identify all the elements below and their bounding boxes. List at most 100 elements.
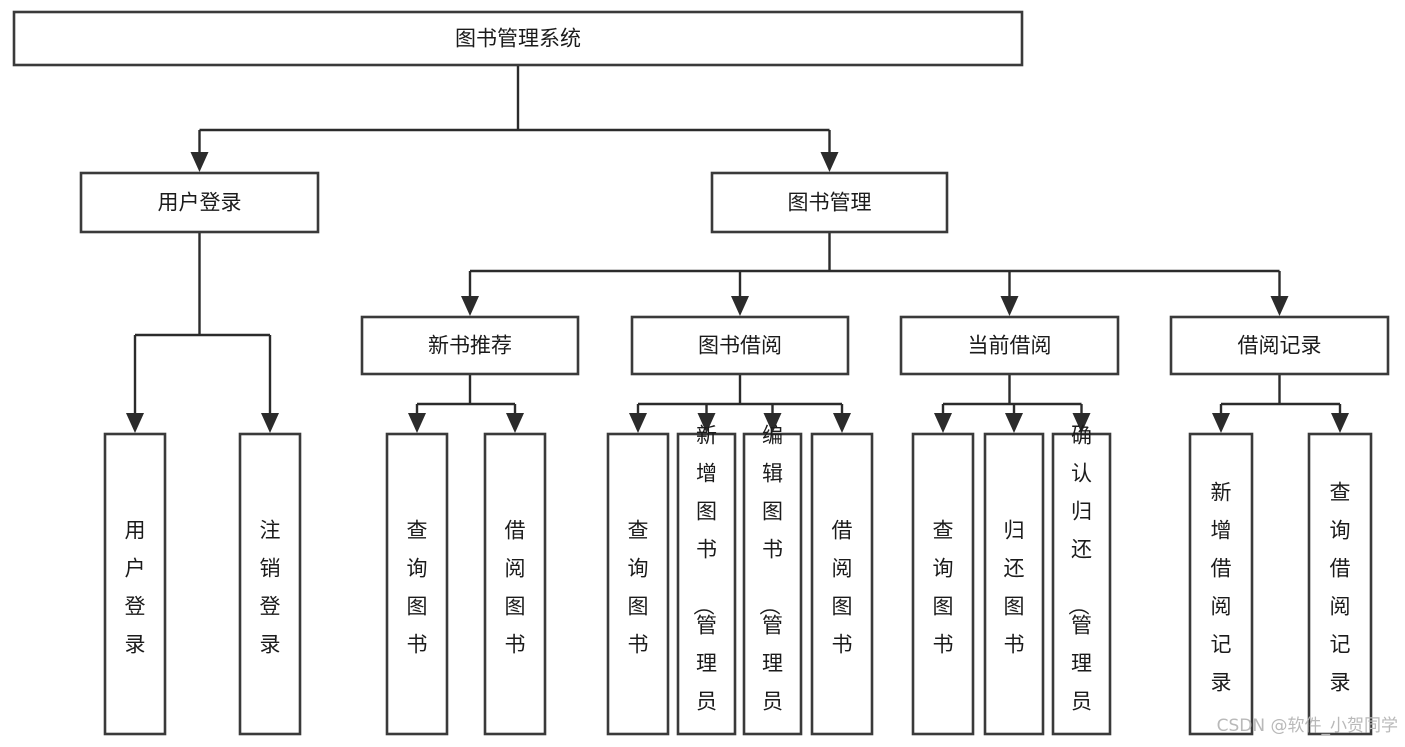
node-leaf-new-2[interactable]: 借阅图书 [483,432,547,736]
node-box[interactable] [385,432,449,736]
node-box[interactable] [983,432,1045,736]
node-current[interactable]: 当前借阅 [899,315,1120,376]
node-leaf-bor-1[interactable]: 查询图书 [606,432,670,736]
node-label-char: 登 [260,595,281,619]
node-leaf-bor-2[interactable]: 新增图书（管理员） [676,424,737,747]
connector-layer [126,65,1349,433]
node-label-char: 录 [260,633,281,657]
node-label: 借阅图书 [832,519,853,657]
node-leaf-rec-1[interactable]: 新增借阅记录 [1188,432,1254,736]
node-box[interactable] [710,171,949,234]
node-leaf-new-1[interactable]: 查询图书 [385,432,449,736]
node-label: 确认归还（管理员） [1066,424,1092,747]
node-box[interactable] [360,315,580,376]
node-label: 查询借阅记录 [1330,481,1351,695]
connector-arrow-icon [1000,296,1019,316]
node-label: 用户登录 [125,519,146,657]
node-box[interactable] [12,10,1024,67]
node-box[interactable] [1169,315,1390,376]
csdn-watermark: CSDN @软件_小贺同学 [1217,716,1398,736]
connector-arrow-icon [629,413,647,433]
node-label-char: 员 [1071,690,1092,714]
connector-arrow-icon [1212,413,1230,433]
node-label-char: 还 [1004,557,1025,581]
connector-arrow-icon [461,296,479,316]
node-leaf-bor-4[interactable]: 借阅图书 [810,432,874,736]
node-label-char: 书 [762,538,783,562]
connector-arrow-icon [820,152,839,172]
node-label-char: 阅 [505,557,526,581]
node-label-char: 询 [407,557,428,581]
node-label-char: 户 [125,557,146,581]
node-box[interactable] [79,171,320,234]
node-label-char: 查 [933,519,954,543]
node-box[interactable] [483,432,547,736]
node-label-char: 理 [1071,652,1092,676]
node-label-char: 图 [832,595,853,619]
node-box[interactable] [238,432,302,736]
node-label-char: 录 [1330,671,1351,695]
node-label-char: 认 [1071,462,1092,486]
node-leaf-cur-1[interactable]: 查询图书 [911,432,975,736]
node-label-char: （ [691,595,715,616]
node-label: 用户登录 [158,191,242,215]
connector-bookmgmt [461,232,1289,316]
node-label-char: 编 [762,424,783,448]
node-label-char: 书 [505,633,526,657]
connector-arrow-icon [833,413,851,433]
node-box[interactable] [1051,432,1112,736]
node-newbook[interactable]: 新书推荐 [360,315,580,376]
node-borrow[interactable]: 图书借阅 [630,315,850,376]
connector-arrow-icon [1005,413,1023,433]
node-leaf-cur-3[interactable]: 确认归还（管理员） [1051,424,1112,747]
connector-arrow-icon [506,413,524,433]
node-root[interactable]: 图书管理系统 [12,10,1024,67]
node-login[interactable]: 用户登录 [79,171,320,234]
connector-root [190,65,839,172]
node-label: 注销登录 [260,519,281,657]
node-label-char: 用 [125,519,146,543]
node-box[interactable] [1188,432,1254,736]
node-bookmgmt[interactable]: 图书管理 [710,171,949,234]
node-label: 新增借阅记录 [1211,481,1232,695]
node-leaf-bor-3[interactable]: 编辑图书（管理员） [742,424,803,747]
node-box[interactable] [103,432,167,736]
node-box[interactable] [676,432,737,736]
node-label: 借阅图书 [505,519,526,657]
node-label-char: （ [757,595,781,616]
connector-arrow-icon [763,413,782,433]
node-label: 归还图书 [1004,519,1025,657]
node-label-char: 归 [1004,519,1025,543]
node-label-char: 新 [696,424,717,448]
node-label: 图书管理系统 [455,27,581,51]
node-label-char: 新 [1211,481,1232,505]
node-label-char: 录 [1211,671,1232,695]
connector-arrow-icon [408,413,426,433]
node-box[interactable] [606,432,670,736]
node-leaf-rec-2[interactable]: 查询借阅记录 [1307,432,1373,736]
connector-arrow-icon [1072,413,1091,433]
node-records[interactable]: 借阅记录 [1169,315,1390,376]
node-leaf-login-1[interactable]: 用户登录 [103,432,167,736]
node-leaf-login-2[interactable]: 注销登录 [238,432,302,736]
node-label-char: 图 [628,595,649,619]
connector-newbook [408,374,524,433]
node-box[interactable] [899,315,1120,376]
node-label-char: 查 [407,519,428,543]
node-label-char: 辑 [762,462,783,486]
node-label-char: 归 [1071,500,1092,524]
node-box[interactable] [911,432,975,736]
node-box[interactable] [630,315,850,376]
node-label-char: 书 [696,538,717,562]
node-label-char: 增 [1211,519,1232,543]
connector-arrow-icon [934,413,952,433]
node-label-char: 员 [696,690,717,714]
node-label-char: 管 [1071,614,1092,638]
node-leaf-cur-2[interactable]: 归还图书 [983,432,1045,736]
node-box[interactable] [810,432,874,736]
node-label-char: 理 [762,652,783,676]
node-box[interactable] [742,432,803,736]
node-label-char: 借 [1211,557,1232,581]
node-box[interactable] [1307,432,1373,736]
node-label-char: （ [1066,595,1090,616]
